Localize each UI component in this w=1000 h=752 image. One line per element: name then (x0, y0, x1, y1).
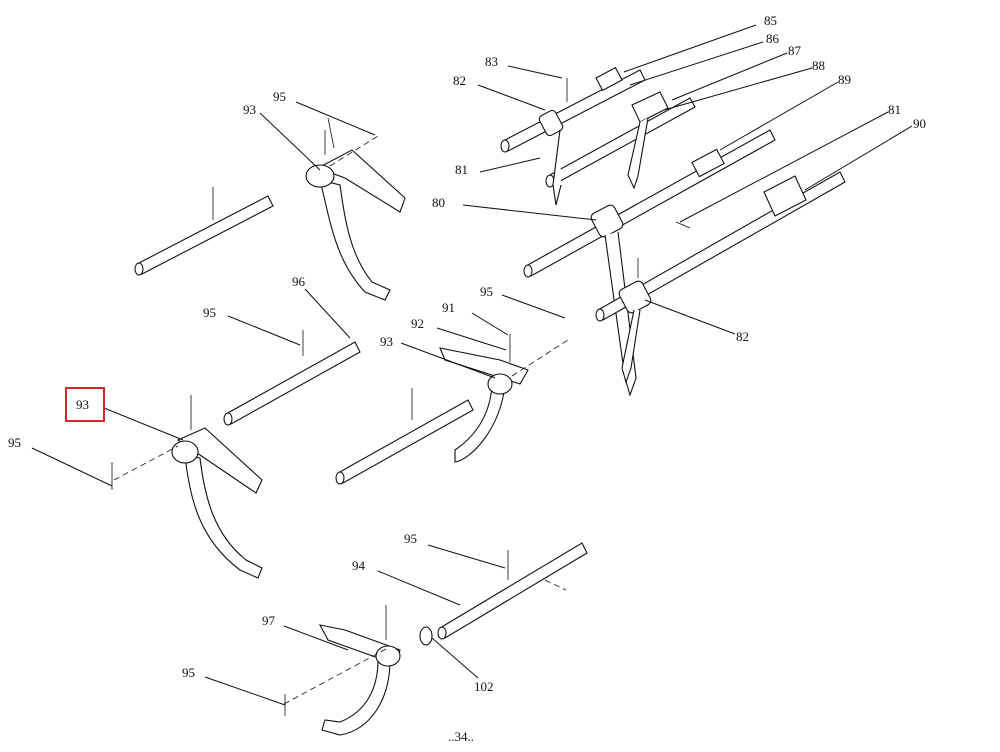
shift-shaft-upper (134, 187, 274, 276)
shift-fork-97 (284, 605, 401, 736)
callout-89: 89 (838, 72, 851, 87)
callout-87: 87 (788, 43, 802, 58)
callout-88: 88 (812, 58, 825, 73)
callout-80: 80 (432, 195, 445, 210)
callout-83: 83 (485, 54, 498, 69)
shift-rail-assembly (500, 66, 846, 397)
callout-95-a: 95 (273, 89, 286, 104)
shift-shaft-96 (223, 330, 361, 426)
callout-95-b: 95 (203, 305, 216, 320)
shift-fork-upper (305, 117, 406, 301)
callout-95-c: 95 (480, 284, 493, 299)
page-number: ..34.. (448, 729, 474, 744)
callout-86: 86 (766, 31, 780, 46)
callout-96: 96 (292, 274, 306, 289)
callout-93-highlighted: 93 (76, 397, 89, 412)
callout-94: 94 (352, 558, 366, 573)
callout-97: 97 (262, 613, 276, 628)
shift-shaft-94 (419, 542, 588, 646)
shift-fork-left (111, 395, 263, 579)
callout-93-a: 93 (243, 102, 256, 117)
callout-91: 91 (442, 300, 455, 315)
callout-93-b: 93 (380, 334, 393, 349)
callout-82-top: 82 (453, 73, 466, 88)
callout-81-top: 81 (455, 162, 468, 177)
callout-90: 90 (913, 116, 926, 131)
callout-92: 92 (411, 316, 424, 331)
shift-fork-middle (439, 334, 529, 463)
shift-shaft-middle (335, 388, 474, 485)
callout-81-right: 81 (888, 102, 901, 117)
leader-lines (31, 24, 913, 706)
callout-95-f: 95 (182, 665, 195, 680)
highlight-box (65, 387, 105, 422)
callout-95-d: 95 (8, 435, 21, 450)
callout-102: 102 (474, 679, 494, 694)
shift-fork-rail-mid (545, 91, 696, 206)
shift-rail-90 (595, 171, 846, 384)
callout-95-e: 95 (404, 531, 417, 546)
shift-rail-upper (500, 66, 646, 153)
assembly-dashed-lines (113, 135, 569, 705)
callout-labels: 85 86 87 88 89 83 82 81 81 90 80 82 95 9… (8, 13, 926, 694)
callout-82-mid: 82 (736, 329, 749, 344)
callout-85: 85 (764, 13, 777, 28)
